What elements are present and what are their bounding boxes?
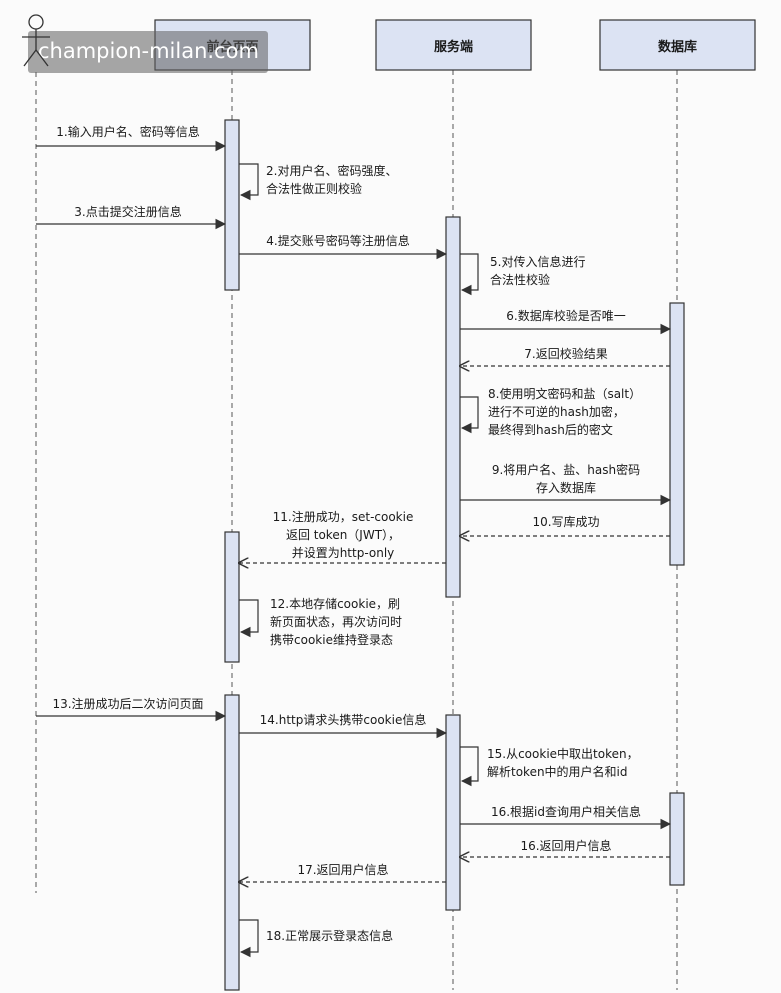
message-label-line: 返回 token（JWT）， bbox=[286, 528, 400, 542]
self-arrow bbox=[239, 163, 259, 201]
actor-person-icon bbox=[22, 14, 50, 67]
message-16: 16.根据id查询用户相关信息 bbox=[460, 804, 672, 830]
participant-box-database bbox=[599, 19, 756, 71]
message-label: 17.返回用户信息 bbox=[297, 862, 388, 877]
message-label: 14.http请求头携带cookie信息 bbox=[260, 712, 427, 727]
self-arrow bbox=[239, 599, 259, 638]
message-label-line: 最终得到hash后的密文 bbox=[488, 422, 613, 437]
message-11: 11.注册成功，set-cookie 返回 token（JWT）， 并设置为http… bbox=[239, 509, 446, 563]
message-label-line: 携带cookie维持登录态 bbox=[270, 632, 393, 647]
message-label: 7.返回校验结果 bbox=[524, 346, 607, 361]
message-label: 2.对用户名、密码强度、合法性做正则校验 bbox=[266, 163, 397, 196]
message-label: 6.数据库校验是否唯一 bbox=[506, 308, 625, 323]
message-1: 1.输入用户名、密码等信息 bbox=[36, 124, 227, 152]
message-label-line: 进行不可逆的hash加密， bbox=[488, 404, 625, 419]
message-label-line: 9.将用户名、盐、hash密码 bbox=[492, 462, 640, 477]
activation-bar-frontend bbox=[224, 694, 240, 991]
message-label: 12.本地存储cookie，刷新页面状态，再次访问时携带cookie维持登录态 bbox=[270, 596, 402, 647]
message-label-line: 10.写库成功 bbox=[532, 514, 599, 529]
message-7: 7.返回校验结果 bbox=[460, 346, 670, 366]
message-label-line: 15.从cookie中取出token， bbox=[487, 746, 639, 761]
activation-bar-database bbox=[669, 792, 685, 886]
message-17: 16.返回用户信息 bbox=[460, 838, 670, 857]
message-label-line: 12.本地存储cookie，刷 bbox=[270, 596, 400, 611]
message-label: 13.注册成功后二次访问页面 bbox=[52, 696, 203, 711]
message-label: 16.返回用户信息 bbox=[520, 838, 611, 853]
participant-box-server bbox=[375, 19, 532, 71]
message-8: 8.使用明文密码和盐（salt） 进行不可逆的hash加密， 最终得到hash后的密… bbox=[460, 386, 641, 437]
self-arrow bbox=[460, 396, 479, 434]
activation-bar-database bbox=[669, 302, 685, 566]
self-arrow bbox=[239, 919, 259, 958]
message-label-line: 17.返回用户信息 bbox=[297, 862, 388, 877]
message-label-line: 合法性做正则校验 bbox=[266, 181, 362, 196]
message-label-line: 6.数据库校验是否唯一 bbox=[506, 308, 625, 323]
participant-label-server: 服务端 bbox=[434, 39, 473, 55]
message-label-line: 13.注册成功后二次访问页面 bbox=[52, 696, 203, 711]
message-label: 15.从cookie中取出token， 解析token中的用户名和id bbox=[487, 746, 639, 779]
message-label: 8.使用明文密码和盐（salt） 进行不可逆的hash加密， 最终得到hash后的密… bbox=[488, 386, 641, 437]
message-6: 6.数据库校验是否唯一 bbox=[460, 308, 672, 335]
message-label-line: 3.点击提交注册信息 bbox=[74, 204, 181, 219]
message-label-line: 合法性校验 bbox=[490, 272, 550, 287]
message-label-line: 7.返回校验结果 bbox=[524, 346, 607, 361]
message-2: 2.对用户名、密码强度、合法性做正则校验 bbox=[239, 163, 397, 201]
activation-bar-server bbox=[445, 216, 461, 598]
message-label: 18.正常展示登录态信息 bbox=[266, 928, 393, 943]
message-3: 3.点击提交注册信息 bbox=[36, 204, 227, 230]
message-label: 1.输入用户名、密码等信息 bbox=[56, 124, 199, 139]
message-label-line: 11.注册成功，set-cookie bbox=[273, 509, 414, 524]
message-10: 10.写库成功 bbox=[460, 514, 670, 536]
participant-label-database: 数据库 bbox=[658, 39, 697, 55]
message-18: 17.返回用户信息 bbox=[239, 862, 446, 882]
message-label-line: 18.正常展示登录态信息 bbox=[266, 928, 393, 943]
message-label-line: 2.对用户名、密码强度、 bbox=[266, 163, 397, 178]
message-label-line: 14.http请求头携带cookie信息 bbox=[260, 712, 427, 727]
message-label-line: 存入数据库 bbox=[536, 480, 596, 495]
message-label: 11.注册成功，set-cookie 返回 token（JWT）， 并设置为http… bbox=[273, 509, 414, 560]
activation-bar-frontend bbox=[224, 119, 240, 291]
activation-bar-server bbox=[445, 714, 461, 911]
message-label-line: 1.输入用户名、密码等信息 bbox=[56, 124, 199, 139]
message-15: 15.从cookie中取出token， 解析token中的用户名和id bbox=[460, 746, 639, 787]
self-arrow bbox=[460, 253, 479, 296]
message-label-line: 16.根据id查询用户相关信息 bbox=[491, 804, 641, 819]
message-13: 13.注册成功后二次访问页面 bbox=[36, 696, 227, 722]
message-label-line: 并设置为http-only bbox=[292, 546, 395, 560]
activation-bar-frontend bbox=[224, 531, 240, 663]
message-9: 9.将用户名、盐、hash密码存入数据库 bbox=[460, 462, 672, 506]
watermark-text: champion-milan.com bbox=[38, 39, 259, 63]
message-label-line: 解析token中的用户名和id bbox=[487, 764, 628, 779]
message-label-line: 新页面状态，再次访问时 bbox=[270, 614, 402, 629]
watermark: champion-milan.com bbox=[28, 31, 268, 73]
message-4: 4.提交账号密码等注册信息 bbox=[239, 233, 448, 260]
message-label: 9.将用户名、盐、hash密码存入数据库 bbox=[492, 462, 640, 495]
message-label-line: 8.使用明文密码和盐（salt） bbox=[488, 386, 641, 401]
message-label-line: 4.提交账号密码等注册信息 bbox=[266, 233, 409, 248]
message-label: 3.点击提交注册信息 bbox=[74, 204, 181, 219]
message-label: 16.根据id查询用户相关信息 bbox=[491, 804, 641, 819]
message-label: 5.对传入信息进行合法性校验 bbox=[490, 254, 585, 287]
message-5: 5.对传入信息进行合法性校验 bbox=[460, 253, 585, 296]
message-label: 10.写库成功 bbox=[532, 514, 599, 529]
message-label-line: 5.对传入信息进行 bbox=[490, 254, 585, 269]
self-arrow bbox=[460, 746, 479, 787]
message-12: 12.本地存储cookie，刷新页面状态，再次访问时携带cookie维持登录态 bbox=[239, 596, 402, 647]
message-19: 18.正常展示登录态信息 bbox=[239, 919, 393, 958]
message-14: 14.http请求头携带cookie信息 bbox=[239, 712, 448, 739]
message-label-line: 16.返回用户信息 bbox=[520, 838, 611, 853]
message-label: 4.提交账号密码等注册信息 bbox=[266, 233, 409, 248]
